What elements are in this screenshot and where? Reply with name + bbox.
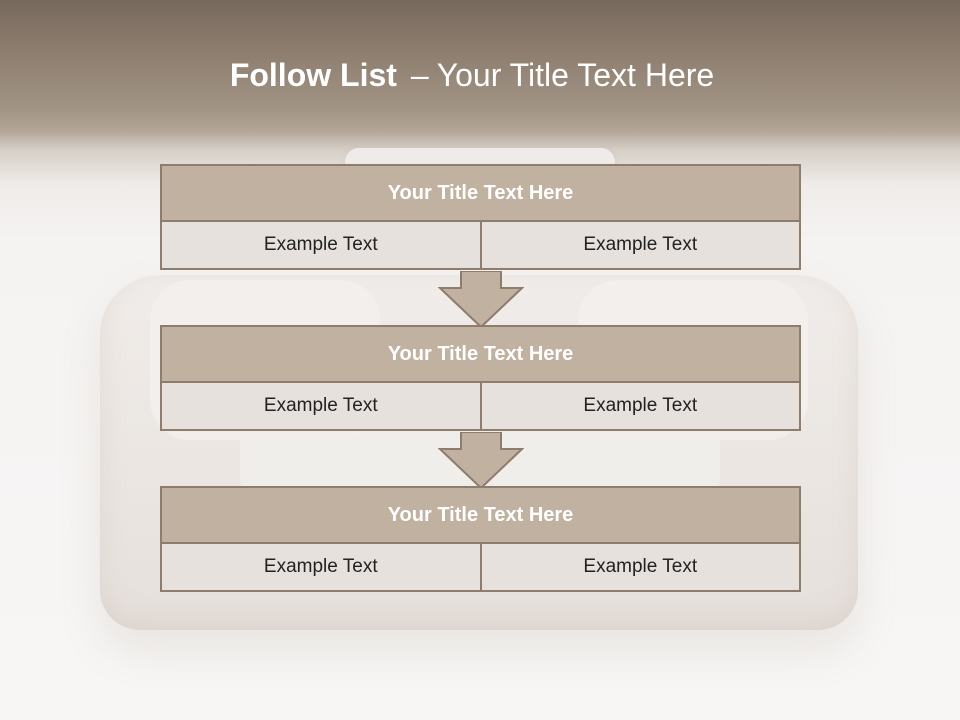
step-cell-right-3: Example Text [479,542,801,592]
step-cell-left-2: Example Text [160,381,482,431]
step-heading-2: Your Title Text Here [160,325,801,383]
step-block-2: Your Title Text Here Example Text Exampl… [160,325,801,431]
step-block-3: Your Title Text Here Example Text Exampl… [160,486,801,592]
step-cell-right-2: Example Text [479,381,801,431]
step-block-1: Your Title Text Here Example Text Exampl… [160,164,801,270]
step-heading-3: Your Title Text Here [160,486,801,544]
down-arrow-icon [438,271,524,329]
step-row-1: Example Text Example Text [160,220,801,270]
slide-title: Follow List–Your Title Text Here [0,54,944,96]
slide-title-separator: – [410,57,429,93]
slide-title-rest: Your Title Text Here [436,57,715,93]
slide-title-bold: Follow List [229,57,397,93]
step-heading-1: Your Title Text Here [160,164,801,222]
down-arrow-icon [438,432,524,490]
step-cell-left-1: Example Text [160,220,482,270]
step-cell-left-3: Example Text [160,542,482,592]
step-row-2: Example Text Example Text [160,381,801,431]
step-row-3: Example Text Example Text [160,542,801,592]
step-cell-right-1: Example Text [479,220,801,270]
